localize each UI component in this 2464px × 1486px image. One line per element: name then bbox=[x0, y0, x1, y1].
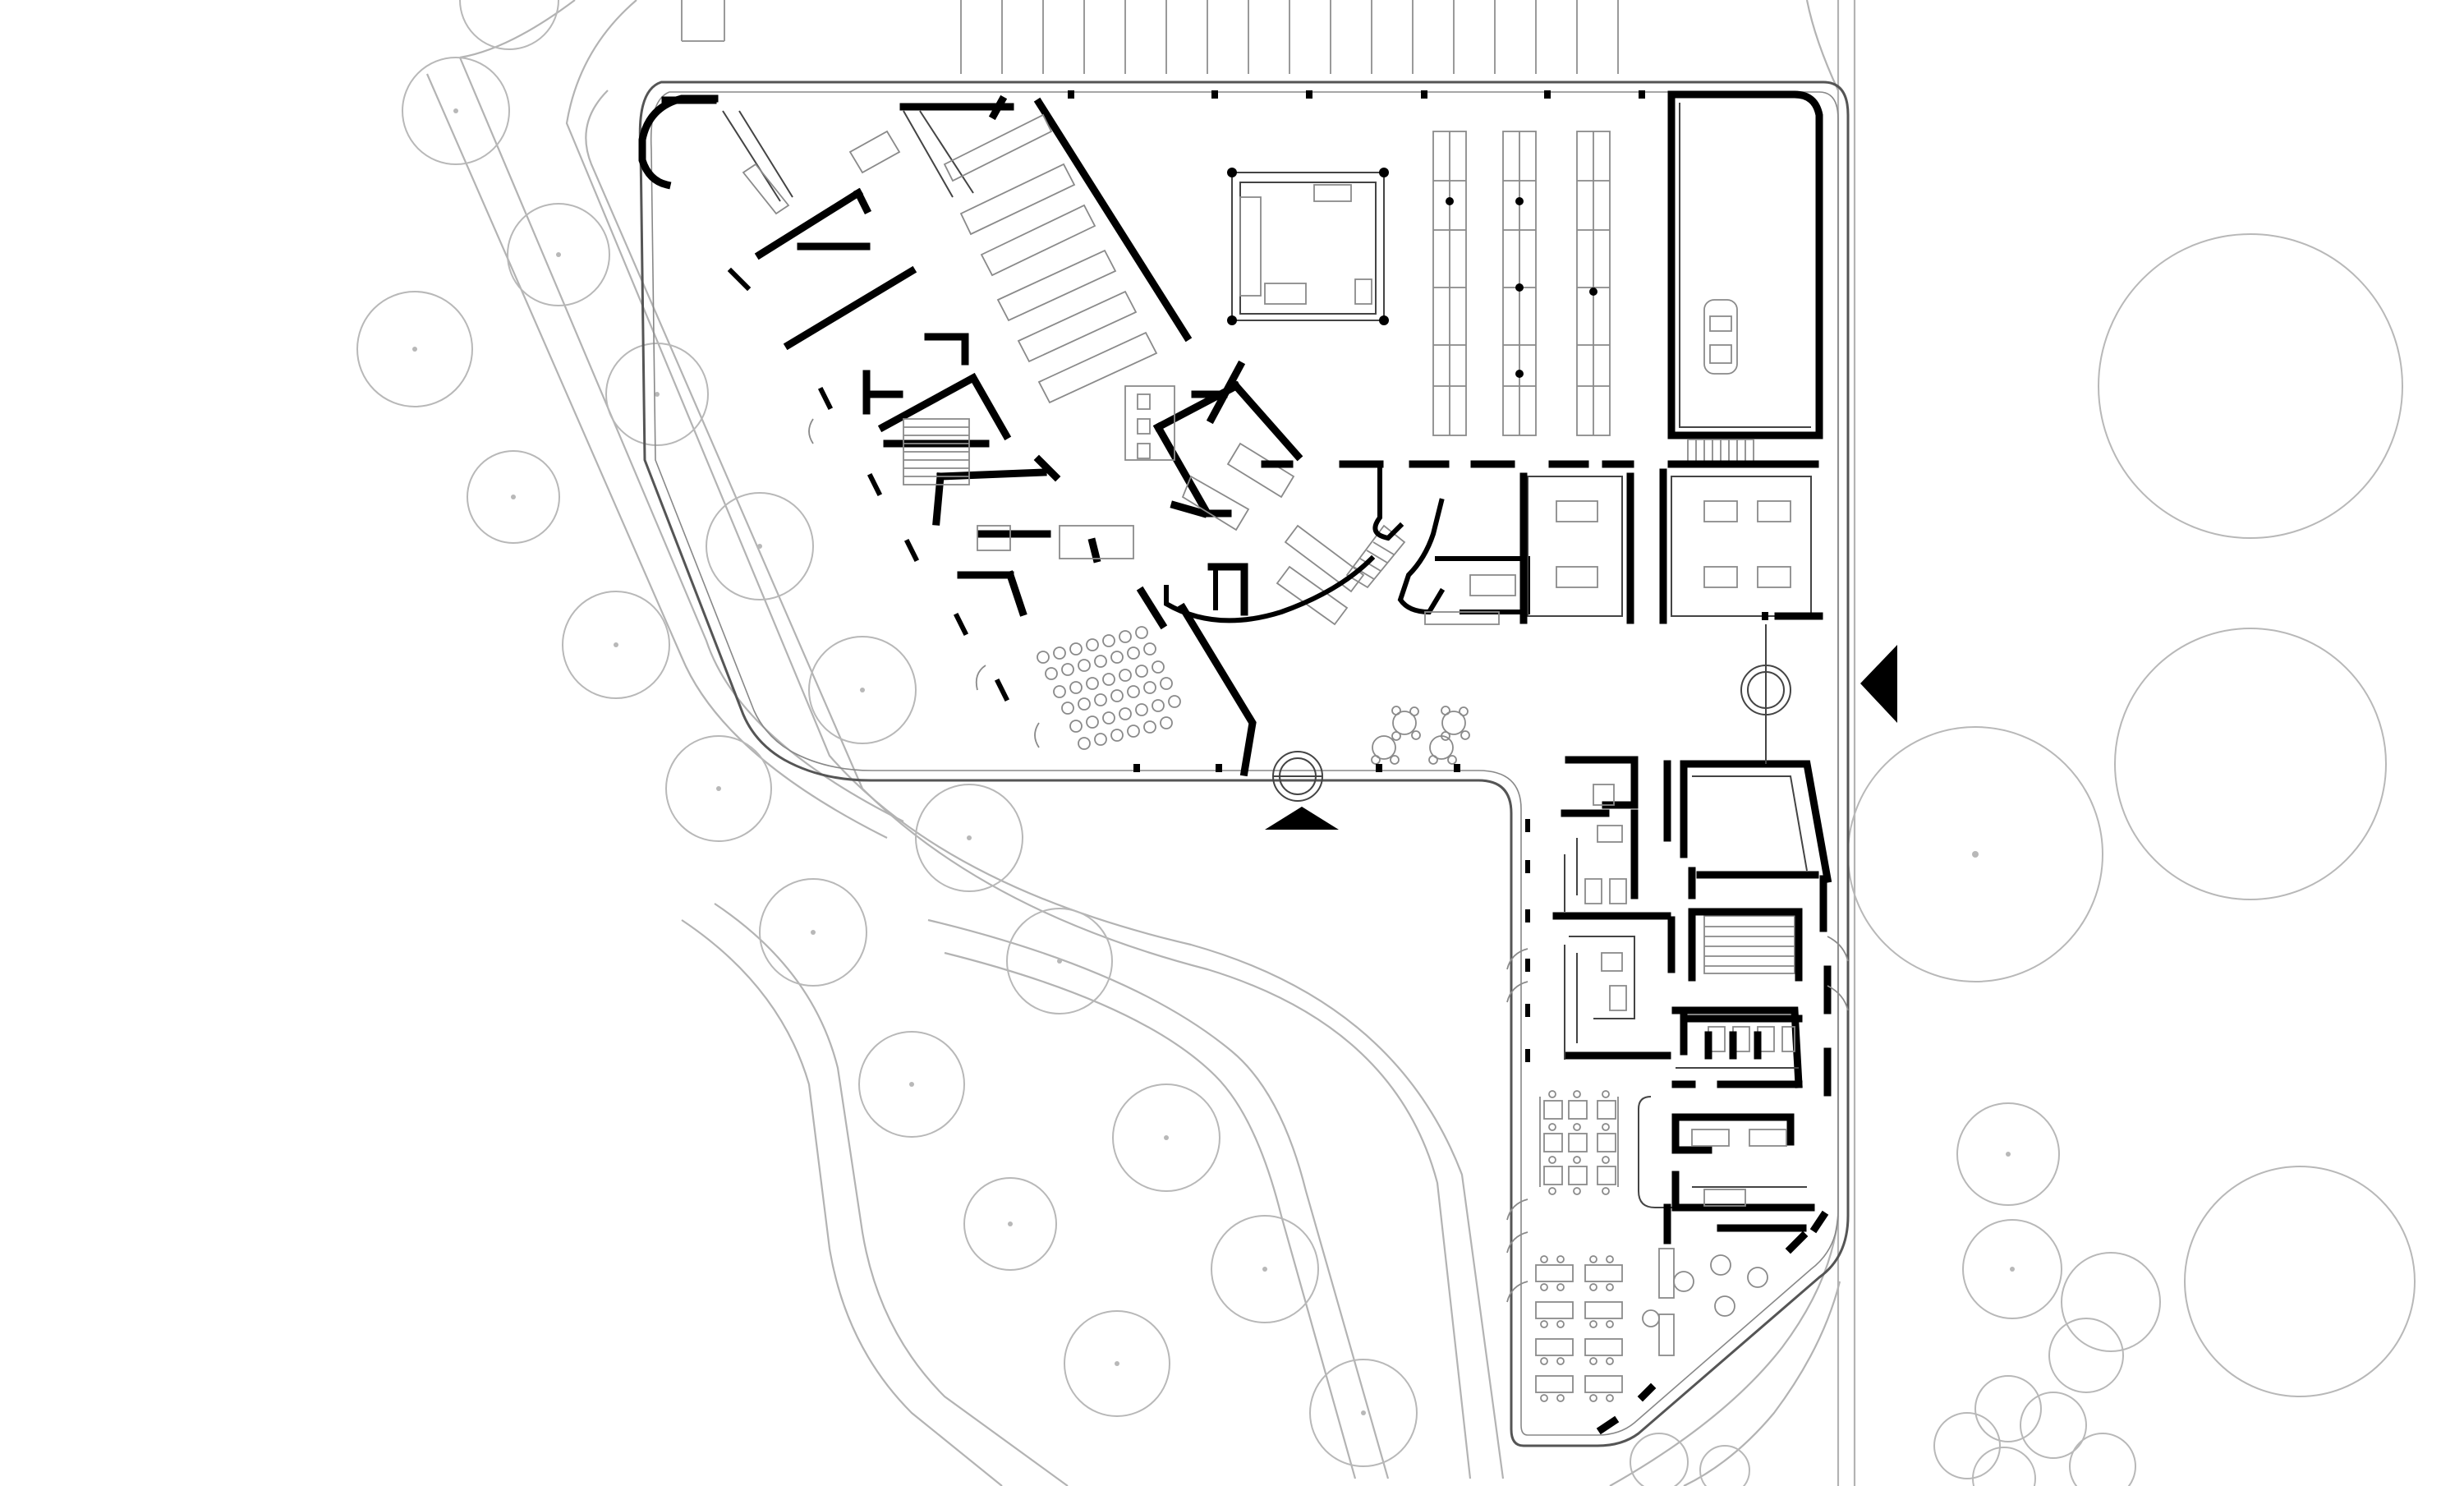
se-wing bbox=[1371, 706, 1832, 1435]
kitchen-units bbox=[1708, 1026, 1795, 1052]
exhibit-furniture bbox=[1239, 184, 1372, 305]
west-road bbox=[425, 0, 1505, 1486]
central-hall bbox=[1164, 131, 1823, 625]
stair-nw-1 bbox=[903, 418, 970, 485]
trees bbox=[356, 0, 2416, 1486]
bistro-tables bbox=[1371, 706, 1470, 765]
lab-benches bbox=[742, 113, 1365, 626]
entrance-arrow-east bbox=[1860, 645, 1897, 723]
entry-rotundas bbox=[1272, 624, 1791, 802]
parking-stalls-top bbox=[681, 0, 1619, 74]
ne-garage bbox=[1667, 90, 1823, 468]
facade-outline bbox=[638, 81, 1850, 1447]
building-envelope bbox=[638, 81, 1850, 1447]
car-icon bbox=[1703, 299, 1738, 375]
site-context bbox=[356, 0, 2416, 1486]
entrance-arrow-south bbox=[1265, 807, 1339, 830]
lecture-seating bbox=[1037, 626, 1181, 750]
west-facade-walls bbox=[727, 267, 1010, 702]
shelving-rows bbox=[1432, 131, 1611, 436]
entrance-arrows bbox=[1265, 645, 1897, 830]
exhibit-frame bbox=[1231, 172, 1385, 321]
wc-block-nw bbox=[977, 385, 1175, 559]
stair-se bbox=[1703, 915, 1795, 974]
nw-curved-wall bbox=[638, 94, 719, 190]
nw-wing bbox=[722, 94, 1406, 777]
cafeteria-tables bbox=[1535, 1090, 1768, 1402]
stair-nw-2 bbox=[1345, 524, 1406, 589]
facade-outline-inner bbox=[650, 91, 1839, 1436]
facade-columns bbox=[1068, 90, 1768, 772]
door-swings bbox=[808, 418, 1849, 1303]
